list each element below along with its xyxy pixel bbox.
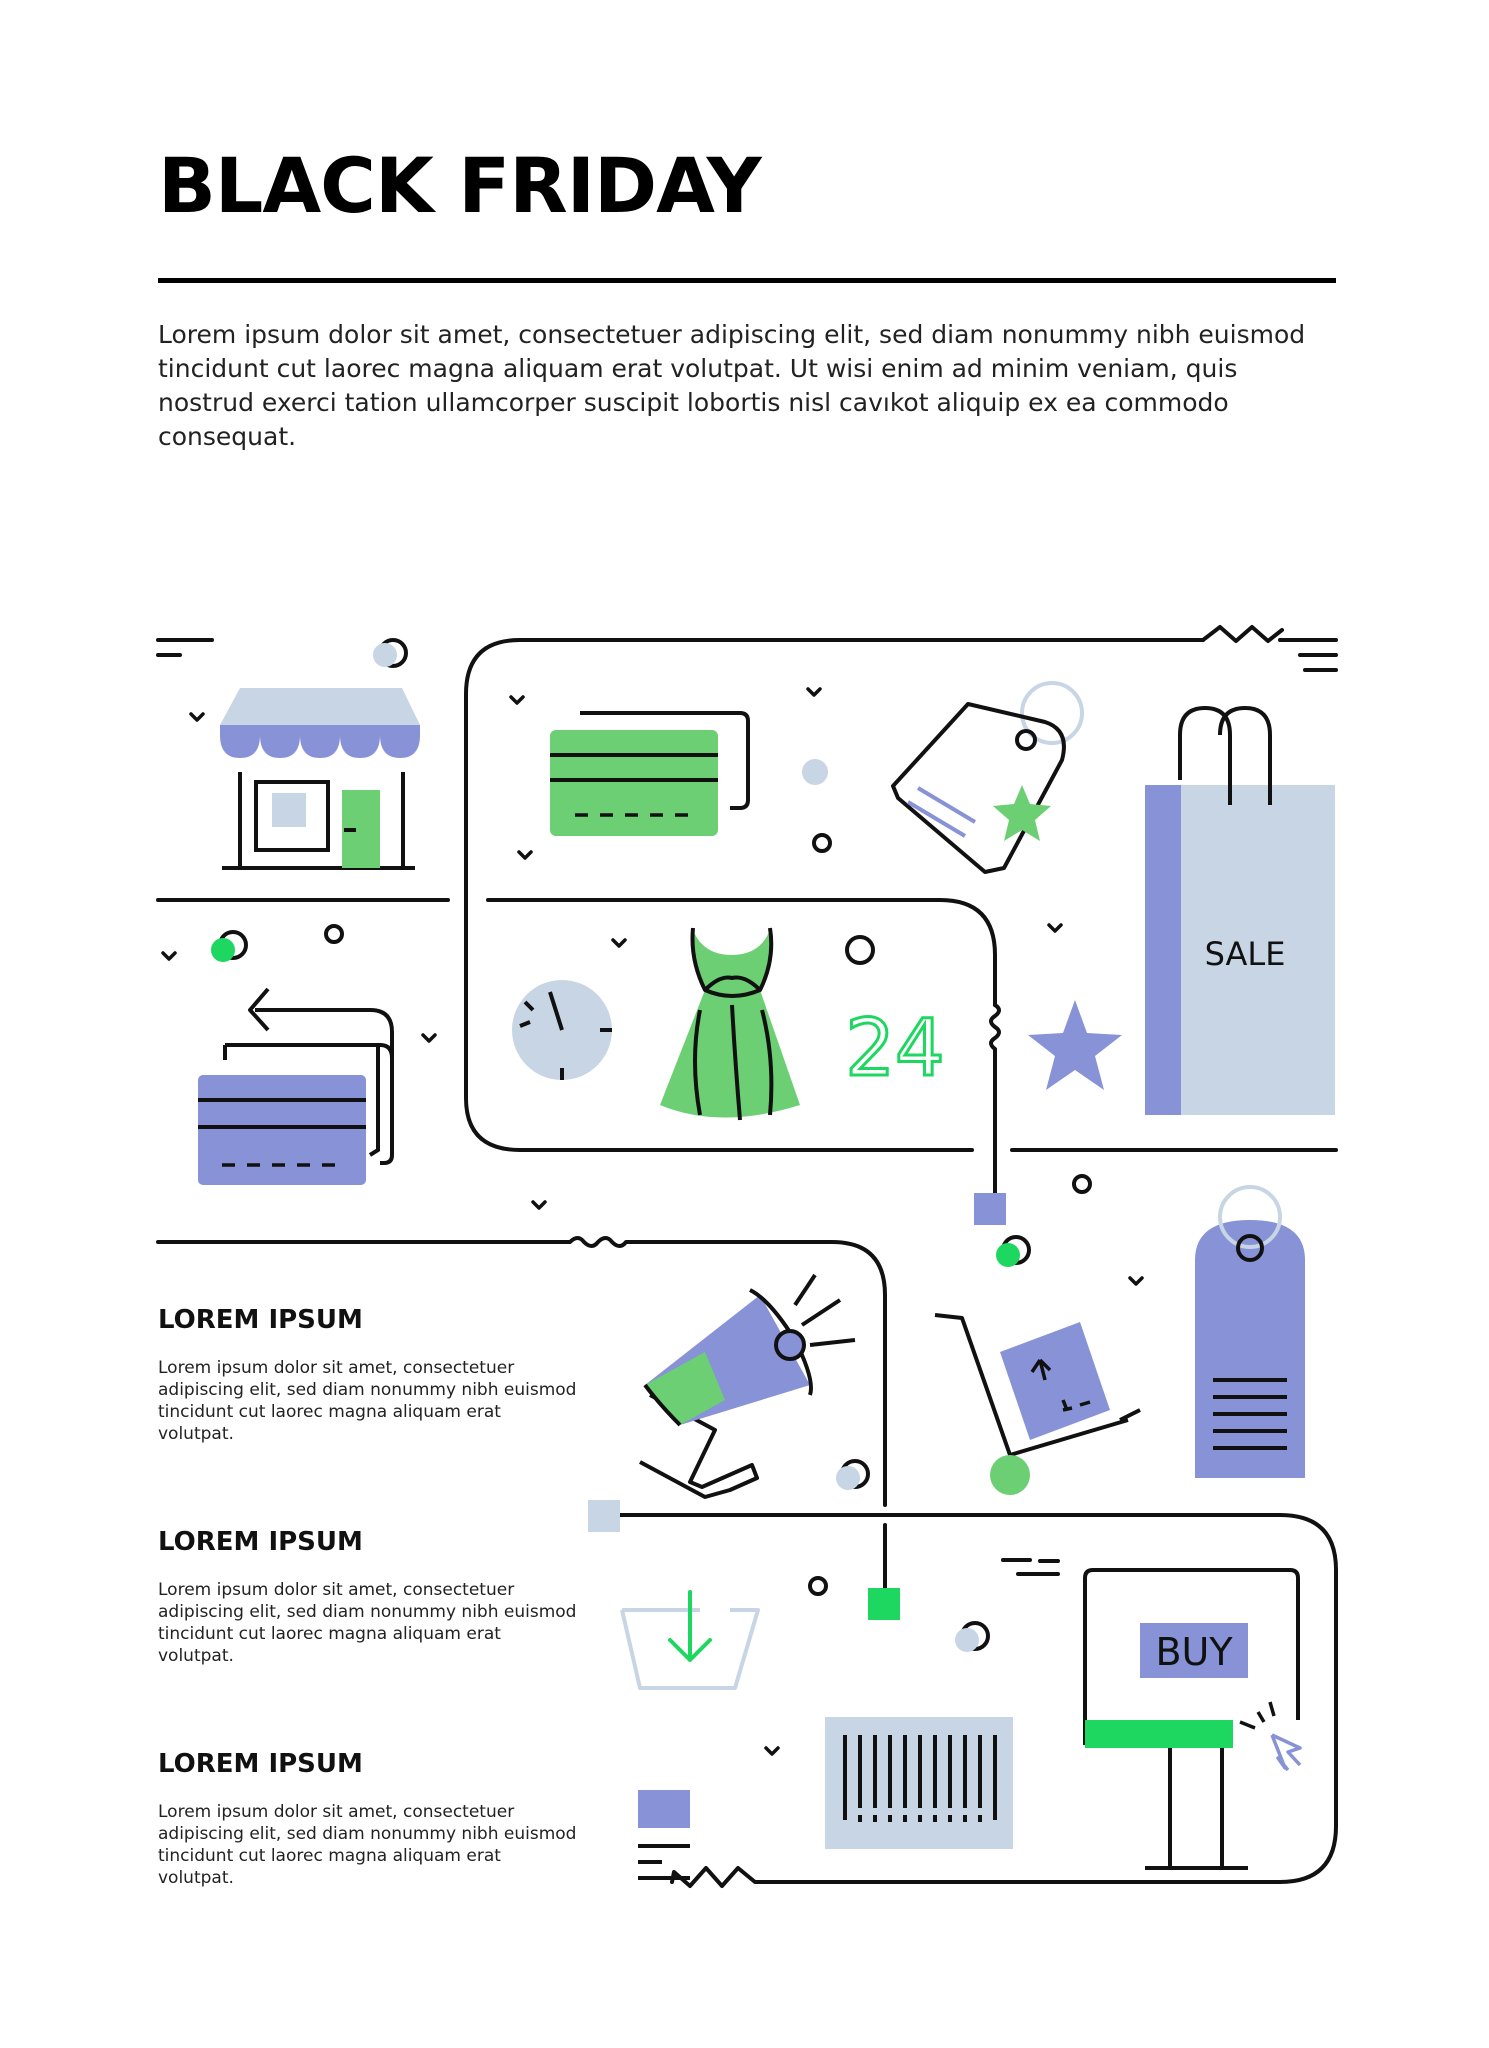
connector-square — [588, 1500, 620, 1532]
clock-icon — [512, 980, 612, 1080]
price-tag-icon — [891, 681, 1084, 874]
sale-label: SALE — [1205, 935, 1286, 973]
intro-paragraph: Lorem ipsum dolor sit amet, consectetuer… — [158, 320, 1306, 451]
chevron-icons — [161, 687, 1144, 1756]
connector-square — [868, 1588, 900, 1620]
hanging-tag-icon — [1195, 1185, 1305, 1478]
shopping-bag-icon: SALE — [1145, 705, 1335, 1115]
cart-icon — [934, 1313, 1141, 1495]
section-heading: LOREM IPSUM — [158, 1527, 363, 1557]
accent-dot — [211, 938, 235, 962]
refund-card-icon — [198, 987, 394, 1185]
barcode-icon — [825, 1717, 1013, 1849]
cursor-icon — [1239, 1701, 1302, 1772]
accent-dot — [373, 643, 397, 667]
accent-dot — [955, 1628, 979, 1652]
section-heading: LOREM IPSUM — [158, 1305, 363, 1335]
list-block — [638, 1790, 690, 1880]
section-body: Lorem ipsum dolor sit amet, consectetuer… — [158, 1802, 577, 1888]
section-2: LOREM IPSUM Lorem ipsum dolor sit amet, … — [158, 1527, 578, 1667]
clock-number: 24 — [845, 1004, 944, 1094]
section-body: Lorem ipsum dolor sit amet, consectetuer… — [158, 1358, 577, 1444]
megaphone-icon — [639, 1273, 856, 1499]
accent-dot — [802, 759, 828, 785]
section-3: LOREM IPSUM Lorem ipsum dolor sit amet, … — [158, 1749, 578, 1889]
accent-dot — [836, 1466, 860, 1490]
section-1: LOREM IPSUM Lorem ipsum dolor sit amet, … — [158, 1305, 578, 1445]
section-heading: LOREM IPSUM — [158, 1749, 363, 1779]
credit-card-icon — [550, 711, 750, 836]
connector-square — [974, 1193, 1006, 1225]
title-divider — [158, 278, 1336, 283]
basket-icon — [620, 1590, 760, 1690]
star-icon — [1028, 1000, 1122, 1090]
section-body: Lorem ipsum dolor sit amet, consectetuer… — [158, 1580, 577, 1666]
accent-dot — [996, 1243, 1020, 1267]
store-icon — [220, 688, 420, 870]
buy-label: BUY — [1155, 1630, 1233, 1674]
kiosk-icon: BUY — [1083, 1568, 1300, 1870]
dress-icon — [660, 927, 800, 1121]
page-title: BLACK FRIDAY — [158, 141, 762, 230]
path-lines — [156, 625, 1338, 1888]
